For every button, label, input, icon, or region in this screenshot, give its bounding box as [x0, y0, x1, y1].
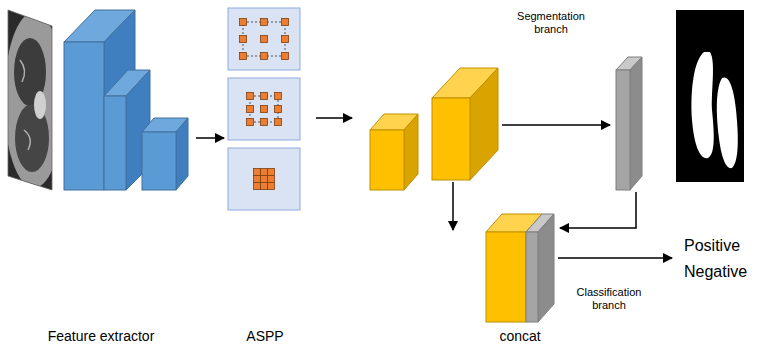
dilation-tap	[268, 183, 275, 190]
dilation-tap	[254, 176, 261, 183]
ct-image	[0, 0, 64, 200]
dilation-tap	[240, 19, 247, 26]
dilation-tap	[275, 119, 282, 126]
encoder-block	[64, 10, 188, 190]
group-caption: ASPP	[224, 328, 306, 344]
concat-block	[486, 214, 554, 322]
dilation-tap	[268, 169, 275, 176]
dilation-tap	[275, 93, 282, 100]
dilation-tap	[261, 176, 268, 183]
dilation-tap	[254, 169, 261, 176]
dilation-tap	[261, 36, 268, 43]
dilation-tap	[247, 93, 254, 100]
class-label: Negative	[684, 262, 776, 281]
branch-label: Classification branch	[566, 286, 652, 312]
dilation-tap	[254, 183, 261, 190]
dilation-tap	[261, 169, 268, 176]
dilation-tap	[240, 53, 247, 60]
dilation-tap	[247, 106, 254, 113]
dilation-tap	[261, 93, 268, 100]
dilation-tap	[240, 36, 247, 43]
dilation-tap	[261, 119, 268, 126]
dilation-tap	[268, 176, 275, 183]
branch-label: Segmentation branch	[508, 10, 594, 36]
group-caption: Feature extractor	[6, 328, 196, 344]
flow-arrow	[316, 118, 672, 258]
dilation-tap	[275, 106, 282, 113]
dilation-tap	[247, 119, 254, 126]
flow-arrow	[196, 137, 224, 139]
dilation-tap	[282, 36, 289, 43]
segmentation-output	[616, 57, 642, 190]
dilation-tap	[282, 53, 289, 60]
dilation-tap	[261, 19, 268, 26]
layer-group: ASPP	[224, 4, 306, 344]
decoder-block	[370, 68, 498, 190]
dilation-tap	[261, 53, 268, 60]
dilation-tap	[261, 183, 268, 190]
dilation-tap	[261, 106, 268, 113]
dilation-tap	[282, 19, 289, 26]
group-caption: concat	[478, 328, 562, 344]
layer-group: Feature extractor	[6, 6, 196, 344]
aspp-panels	[228, 8, 300, 210]
class-label: Positive	[684, 236, 776, 255]
segmentation-mask	[676, 10, 744, 182]
layer-group: concat	[478, 200, 562, 344]
